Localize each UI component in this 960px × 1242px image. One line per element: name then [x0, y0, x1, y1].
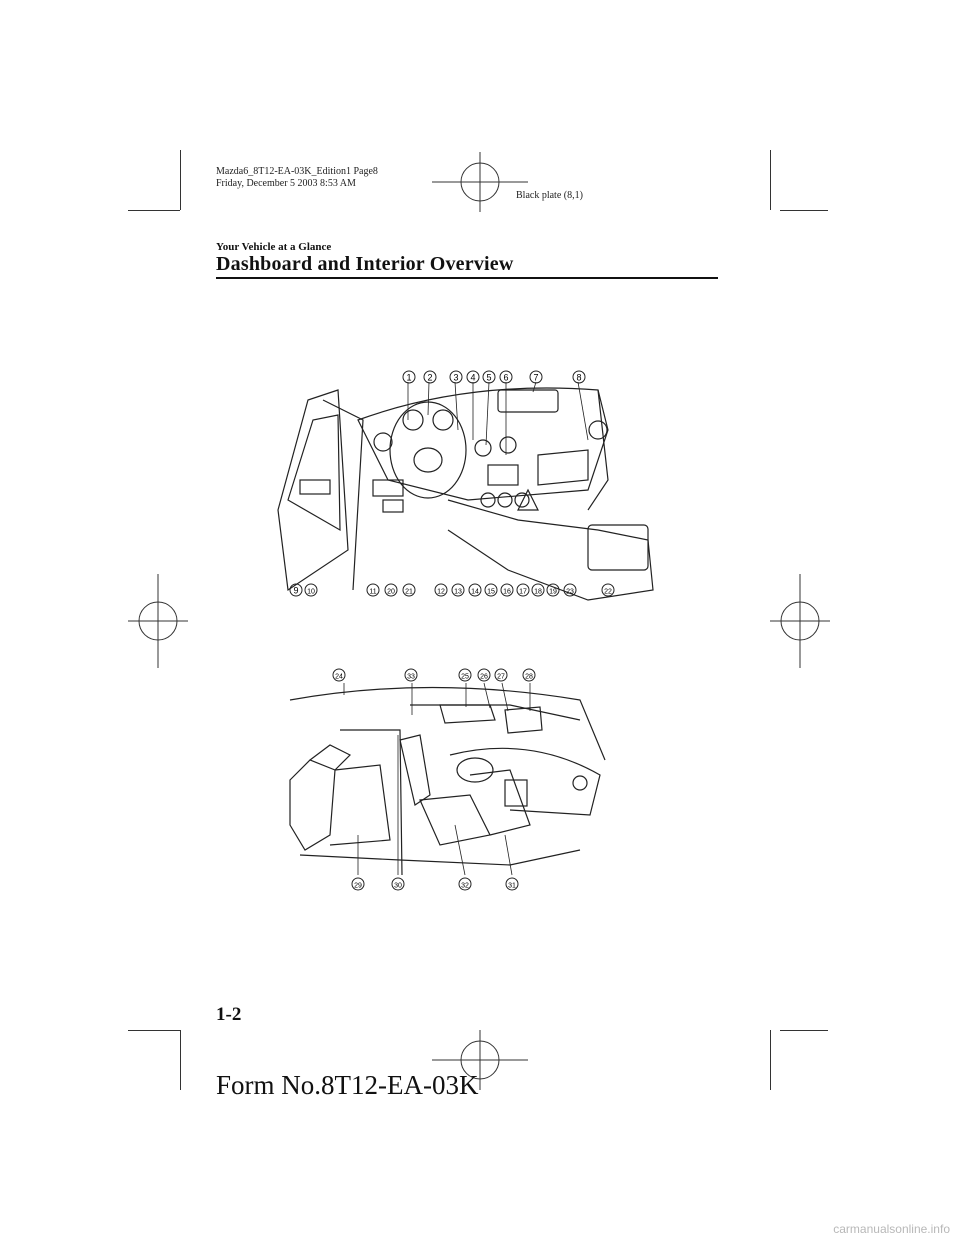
svg-text:4: 4 — [470, 373, 475, 383]
svg-text:3: 3 — [453, 373, 458, 383]
form-number: Form No.8T12-EA-03K — [216, 1070, 479, 1100]
svg-text:33: 33 — [407, 674, 415, 681]
svg-text:18: 18 — [534, 589, 542, 596]
svg-text:2: 2 — [427, 373, 432, 383]
callout-8: 8 — [572, 370, 586, 389]
svg-text:1: 1 — [406, 373, 411, 383]
print-filename: Mazda6_8T12-EA-03K_Edition1 Page8 — [216, 166, 378, 177]
svg-text:9: 9 — [293, 586, 298, 596]
svg-text:20: 20 — [387, 589, 395, 596]
callout-20: 20 — [384, 583, 398, 602]
callout-16: 16 — [500, 583, 514, 602]
svg-text:7: 7 — [533, 373, 538, 383]
callout-17: 17 — [516, 583, 530, 602]
page-number: 1-2 — [216, 1004, 242, 1025]
callout-18: 18 — [531, 583, 545, 602]
callout-13: 13 — [451, 583, 465, 602]
callout-1: 1 — [402, 370, 416, 389]
callout-19: 19 — [546, 583, 560, 602]
callout-28: 28 — [522, 668, 536, 687]
svg-text:17: 17 — [519, 589, 527, 596]
svg-text:21: 21 — [405, 589, 413, 596]
svg-text:14: 14 — [471, 589, 479, 596]
callout-21: 21 — [402, 583, 416, 602]
callout-5: 5 — [482, 370, 496, 389]
svg-text:10: 10 — [307, 589, 315, 596]
page-title: Dashboard and Interior Overview — [216, 253, 514, 275]
svg-text:27: 27 — [497, 674, 505, 681]
callout-2: 2 — [423, 370, 437, 389]
callout-10: 10 — [304, 583, 318, 602]
svg-text:23: 23 — [566, 589, 574, 596]
callout-11: 11 — [366, 583, 380, 602]
callout-27: 27 — [494, 668, 508, 687]
callout-24: 24 — [332, 668, 346, 687]
svg-text:22: 22 — [604, 589, 612, 596]
svg-text:15: 15 — [487, 589, 495, 596]
callout-29: 29 — [351, 877, 365, 896]
callout-33: 33 — [404, 668, 418, 687]
svg-text:24: 24 — [335, 674, 343, 681]
svg-text:13: 13 — [454, 589, 462, 596]
svg-text:16: 16 — [503, 589, 511, 596]
title-rule — [216, 277, 718, 279]
svg-text:5: 5 — [486, 373, 491, 383]
callout-14: 14 — [468, 583, 482, 602]
callout-4: 4 — [466, 370, 480, 389]
svg-text:29: 29 — [354, 883, 362, 890]
plate-label: Black plate (8,1) — [516, 190, 583, 201]
svg-text:6: 6 — [503, 373, 508, 383]
svg-text:30: 30 — [394, 883, 402, 890]
dashboard-illustration — [277, 381, 654, 601]
svg-text:26: 26 — [480, 674, 488, 681]
callout-7: 7 — [529, 370, 543, 389]
callout-3: 3 — [449, 370, 463, 389]
svg-text:28: 28 — [525, 674, 533, 681]
callout-12: 12 — [434, 583, 448, 602]
svg-text:31: 31 — [508, 883, 516, 890]
callout-9: 9 — [289, 583, 303, 602]
svg-text:8: 8 — [576, 373, 581, 383]
callout-25: 25 — [458, 668, 472, 687]
callout-15: 15 — [484, 583, 498, 602]
print-timestamp: Friday, December 5 2003 8:53 AM — [216, 178, 356, 189]
svg-text:12: 12 — [437, 589, 445, 596]
callout-6: 6 — [499, 370, 513, 389]
svg-text:32: 32 — [461, 883, 469, 890]
callout-26: 26 — [477, 668, 491, 687]
callout-23: 23 — [563, 583, 577, 602]
callout-32: 32 — [458, 877, 472, 896]
callout-22: 22 — [601, 583, 615, 602]
interior-illustration — [289, 682, 606, 876]
svg-text:19: 19 — [549, 589, 557, 596]
callout-31: 31 — [505, 877, 519, 896]
section-label: Your Vehicle at a Glance — [216, 241, 332, 253]
svg-text:11: 11 — [369, 589, 376, 596]
watermark: carmanualsonline.info — [833, 1222, 950, 1236]
callout-30: 30 — [391, 877, 405, 896]
svg-text:25: 25 — [461, 674, 469, 681]
